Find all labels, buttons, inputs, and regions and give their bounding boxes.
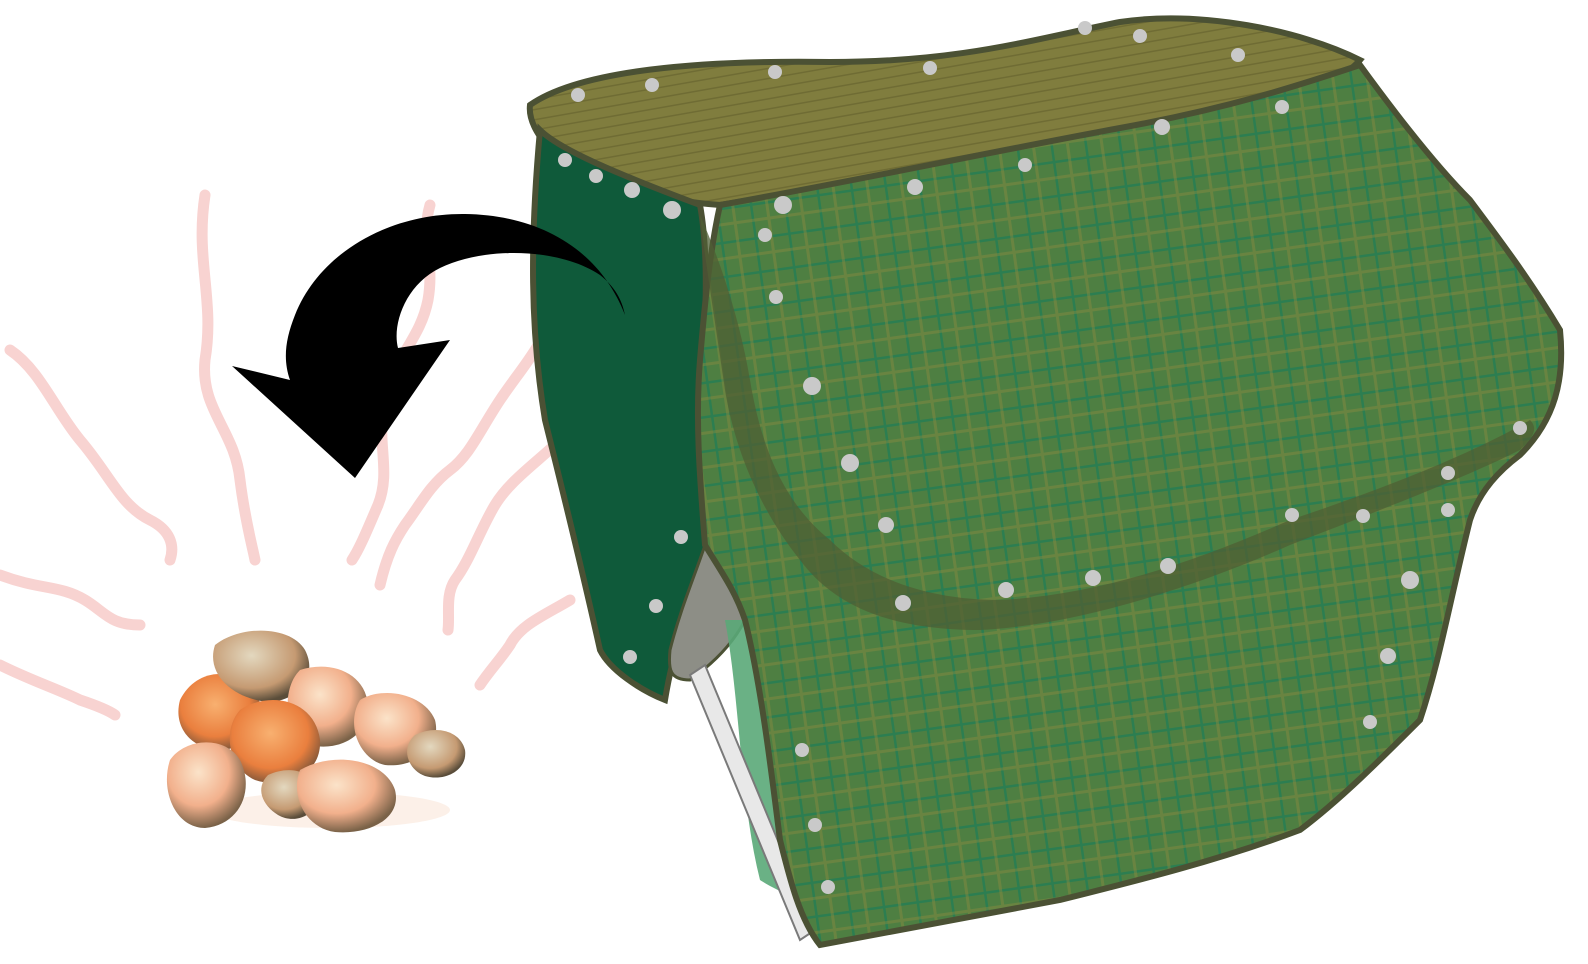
stone [407,730,465,778]
mesh-enclosure [530,18,1561,945]
heat-stones [167,631,465,833]
mesh-front-panel [698,65,1561,945]
